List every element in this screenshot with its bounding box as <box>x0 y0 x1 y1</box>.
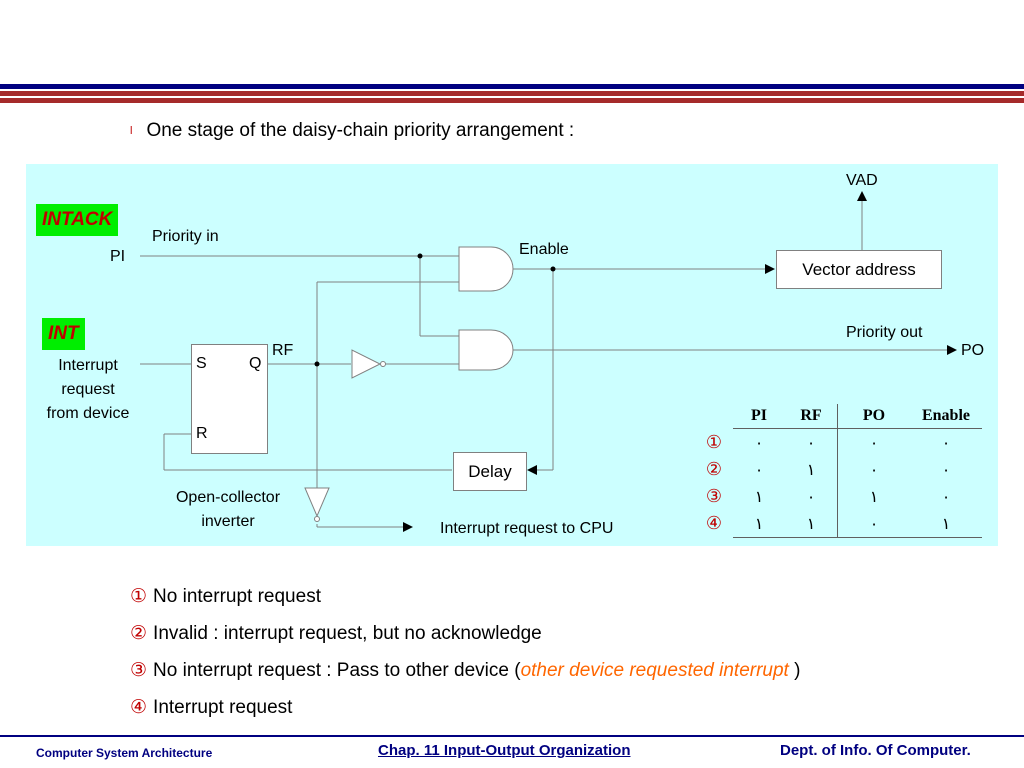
interrupt-request-from-device-label: Interrupt request from device <box>46 357 130 422</box>
top-bar-navy <box>0 84 1024 89</box>
pi-label: PI <box>110 248 126 265</box>
int-tag: INT <box>42 318 85 350</box>
priority-in-label: Priority in <box>152 228 219 245</box>
vector-address-box: Vector address <box>776 250 942 289</box>
footer-center: Chap. 11 Input-Output Organization <box>378 742 631 759</box>
table-row: ② ٠ ١ ٠ ٠ <box>698 456 982 483</box>
priority-out-label: Priority out <box>846 324 923 341</box>
emphasis-text: other device requested interrupt <box>520 660 789 681</box>
table-row: ③ ١ ٠ ١ ٠ <box>698 483 982 510</box>
col-pi: PI <box>733 404 785 429</box>
col-po: PO <box>837 404 910 429</box>
footer-right: Dept. of Info. Of Computer. <box>780 742 971 759</box>
sr-flipflop: S Q R <box>191 344 268 454</box>
daisy-chain-diagram: INTACK INT Priority in PI Enable VAD Vec… <box>26 164 998 546</box>
s-input-label: S <box>196 355 207 372</box>
top-bar-red-1 <box>0 91 1024 96</box>
col-enable: Enable <box>910 404 982 429</box>
bullet-mark: l <box>130 125 133 137</box>
intack-tag: INTACK <box>36 204 119 236</box>
top-bar-red-2 <box>0 98 1024 103</box>
heading-text: One stage of the daisy-chain priority ar… <box>146 120 575 141</box>
r-input-label: R <box>196 425 208 442</box>
footer-divider <box>0 735 1024 737</box>
enable-label: Enable <box>519 241 569 258</box>
rf-label: RF <box>272 342 294 359</box>
circuit-wires <box>140 191 957 532</box>
table-row: ④ ١ ١ ٠ ١ <box>698 510 982 538</box>
col-rf: RF <box>785 404 838 429</box>
q-output-label: Q <box>249 355 262 372</box>
truth-table: PI RF PO Enable ① ٠ ٠ ٠ ٠ ② ٠ ١ ٠ ٠ ③ ١ … <box>698 404 982 538</box>
po-label: PO <box>961 342 985 359</box>
truth-table-header: PI RF PO Enable <box>698 404 982 429</box>
slide-heading: l One stage of the daisy-chain priority a… <box>130 120 574 142</box>
table-row: ① ٠ ٠ ٠ ٠ <box>698 428 982 456</box>
delay-box: Delay <box>453 452 527 491</box>
footer-left: Computer System Architecture <box>36 746 213 760</box>
open-collector-inverter-label: Open-collector inverter <box>175 489 281 530</box>
interrupt-request-to-cpu-label: Interrupt request to CPU <box>440 520 614 537</box>
vad-label: VAD <box>846 172 878 189</box>
